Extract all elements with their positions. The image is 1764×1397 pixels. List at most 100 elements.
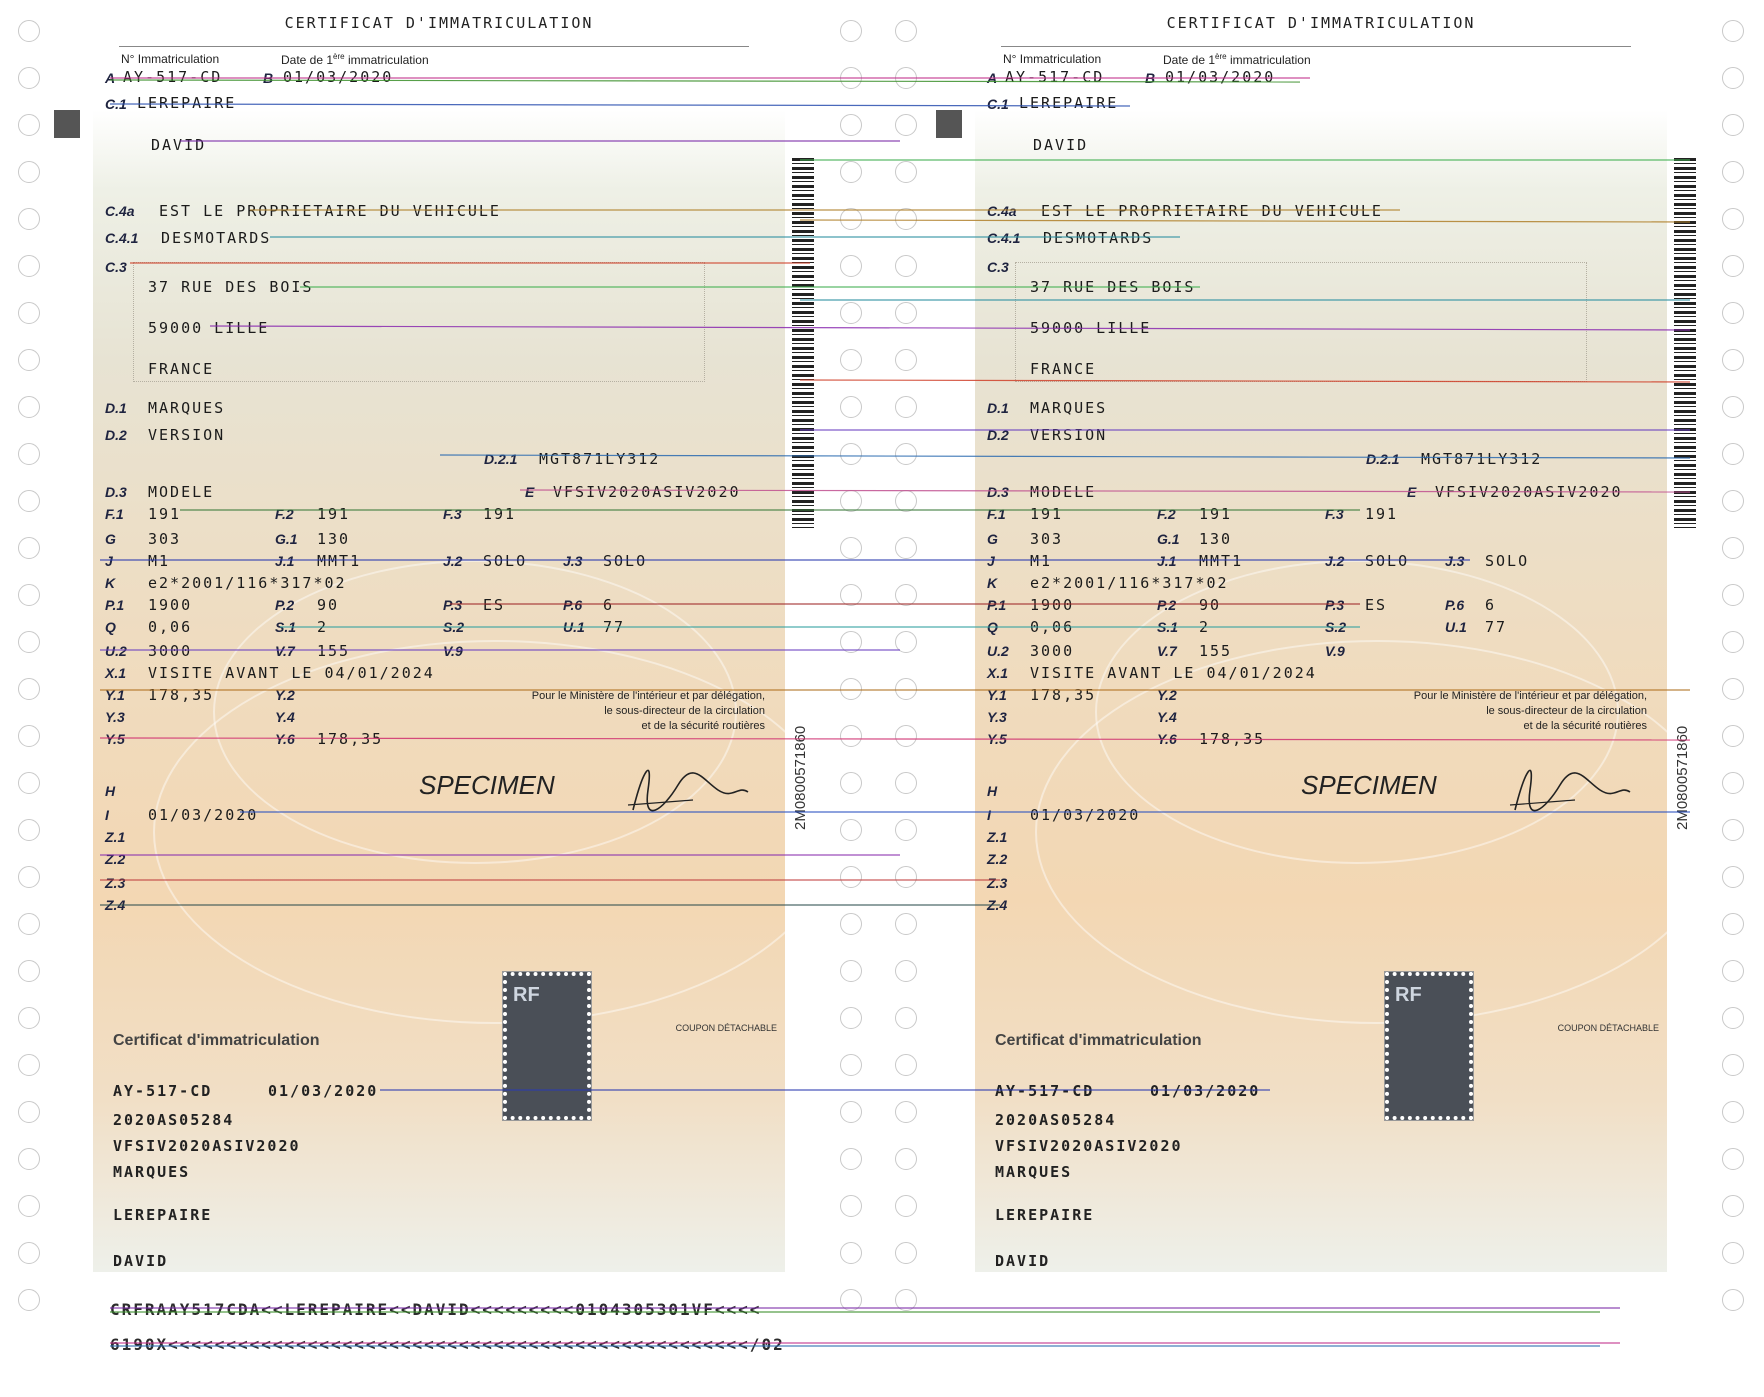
perforation-hole (895, 772, 917, 794)
code-U2: U.2 (987, 643, 1009, 659)
label-date-first-registration: Date de 1ère immatriculation (1163, 52, 1311, 67)
perforation-hole (18, 537, 40, 559)
code-Z3: Z.3 (105, 875, 126, 891)
authority-line3: et de la sécurité routières (641, 720, 765, 732)
perforation-hole (840, 913, 862, 935)
code-F3: F.3 (1325, 506, 1344, 522)
value-G: 303 (148, 530, 182, 548)
perforation-hole (18, 819, 40, 841)
perforation-hole (1722, 302, 1744, 324)
perforation-hole (18, 1101, 40, 1123)
perforation-hole (1722, 1242, 1744, 1264)
value-D3: MODELE (148, 483, 215, 501)
perforation-hole (840, 1007, 862, 1029)
perforation-hole (1722, 443, 1744, 465)
perforation-hole (895, 537, 917, 559)
value-J3: SOLO (603, 552, 648, 570)
perforation-hole (840, 396, 862, 418)
perforation-column-mid-a (840, 20, 866, 1336)
value-Y1: 178,35 (148, 686, 215, 704)
specimen-mark: SPECIMEN (1301, 770, 1437, 800)
value-I-date: 01/03/2020 (1030, 806, 1141, 824)
perforation-hole (840, 349, 862, 371)
coupon-title: Certificat d'immatriculation (995, 1032, 1202, 1049)
value-address-line1: 37 RUE DES BOIS (148, 278, 314, 296)
value-V7: 155 (1199, 642, 1233, 660)
value-A-plate: AY-517-CD (123, 68, 223, 86)
vertical-serial-right: 2M0800571860 (1674, 725, 1691, 830)
perforation-hole (840, 772, 862, 794)
value-B-date: 01/03/2020 (283, 68, 394, 86)
code-X1: X.1 (987, 665, 1009, 681)
value-address-line2: 59000 LILLE (148, 319, 270, 337)
coupon-prenom: DAVID (995, 1252, 1051, 1270)
perforation-hole (18, 20, 40, 42)
perforation-hole (840, 725, 862, 747)
value-P3: ES (483, 596, 506, 614)
perforation-column-left (18, 20, 44, 1336)
perforation-hole (18, 67, 40, 89)
authority-line1: Pour le Ministère de l'intérieur et par … (1413, 690, 1647, 702)
perforation-hole (840, 1289, 862, 1311)
value-F2: 191 (1199, 505, 1233, 523)
perforation-hole (895, 349, 917, 371)
code-P2: P.2 (275, 597, 295, 613)
coupon-prenom: DAVID (113, 1252, 169, 1270)
value-E-vin: VFSIV2020ASIV2020 (1435, 483, 1623, 501)
code-A: A (987, 70, 998, 86)
value-C41: DESMOTARDS (1043, 229, 1154, 247)
perforation-hole (895, 208, 917, 230)
coupon-plate: AY-517-CD (113, 1082, 213, 1100)
label-num-immatriculation: N° Immatriculation (1003, 52, 1102, 66)
code-K: K (105, 575, 116, 591)
code-D1: D.1 (105, 400, 127, 416)
perforation-hole (895, 584, 917, 606)
code-Y6: Y.6 (1157, 731, 1177, 747)
code-J2: J.2 (1325, 553, 1345, 569)
perforation-hole (18, 1054, 40, 1076)
perforation-hole (18, 161, 40, 183)
code-Z1: Z.1 (105, 829, 126, 845)
coupon-detachable-label: COUPON DÉTACHABLE (675, 1023, 777, 1033)
perforation-hole (840, 678, 862, 700)
code-P6: P.6 (1445, 597, 1465, 613)
perforation-hole (18, 1242, 40, 1264)
code-U1: U.1 (563, 619, 585, 635)
value-address-line1: 37 RUE DES BOIS (1030, 278, 1196, 296)
perforation-hole (1722, 396, 1744, 418)
perforation-hole (1722, 913, 1744, 935)
value-E-vin: VFSIV2020ASIV2020 (553, 483, 741, 501)
code-D2: D.2 (987, 427, 1009, 443)
value-address-line3: FRANCE (148, 360, 215, 378)
perforation-hole (18, 490, 40, 512)
code-Y2: Y.2 (1157, 687, 1177, 703)
code-J: J (105, 553, 113, 569)
perforation-hole (895, 1101, 917, 1123)
coupon-detachable-label: COUPON DÉTACHABLE (1557, 1023, 1659, 1033)
code-P2: P.2 (1157, 597, 1177, 613)
perforation-hole (18, 725, 40, 747)
code-F1: F.1 (105, 506, 124, 522)
code-G1: G.1 (275, 531, 298, 547)
value-Y1: 178,35 (1030, 686, 1097, 704)
code-S2: S.2 (1325, 619, 1347, 635)
perforation-hole (1722, 1054, 1744, 1076)
perforation-hole (18, 960, 40, 982)
perforation-hole (840, 490, 862, 512)
perforation-hole (18, 114, 40, 136)
value-D2: VERSION (1030, 426, 1108, 444)
stamp-mark: RF (513, 984, 540, 1006)
document-title: CERTIFICAT D'IMMATRICULATION (284, 14, 594, 32)
code-C1: C.1 (105, 96, 127, 112)
perforation-hole (840, 537, 862, 559)
perforation-hole (895, 913, 917, 935)
perforation-hole (1722, 866, 1744, 888)
value-Y6: 178,35 (317, 730, 384, 748)
value-Q: 0,06 (1030, 618, 1075, 636)
perforation-hole (840, 161, 862, 183)
scan-marker-right (936, 110, 962, 138)
value-Y6: 178,35 (1199, 730, 1266, 748)
code-S2: S.2 (443, 619, 465, 635)
code-Y3: Y.3 (987, 709, 1007, 725)
code-P6: P.6 (563, 597, 583, 613)
